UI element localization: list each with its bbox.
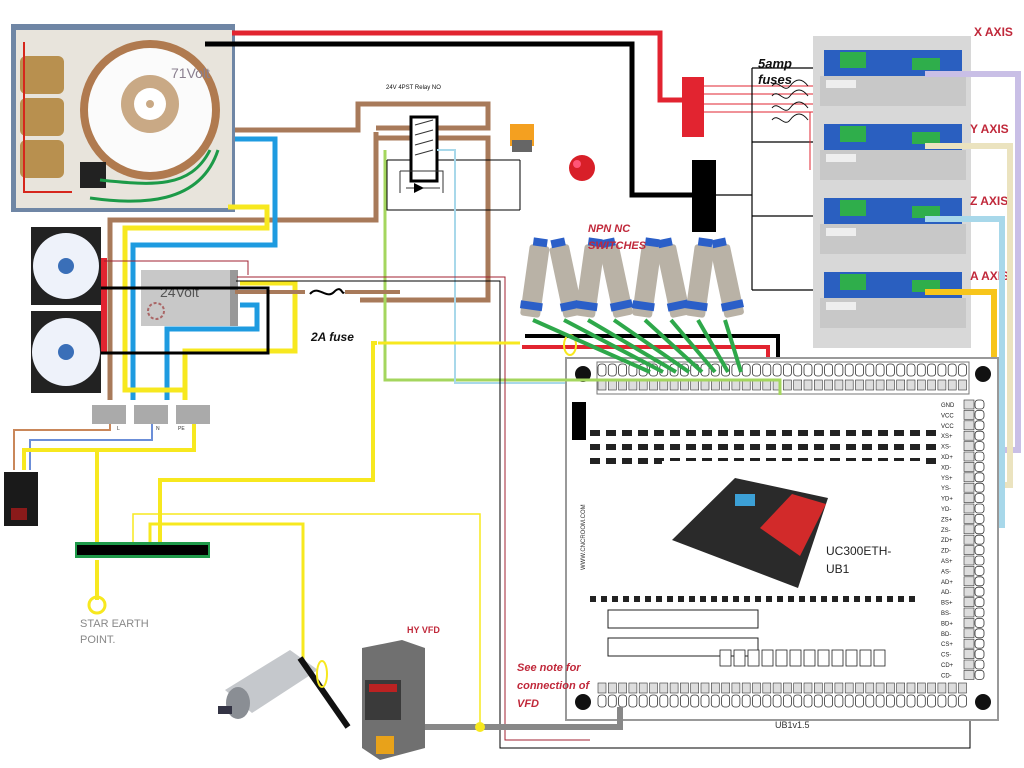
terminal-l-label: L (117, 426, 120, 432)
axis-terminal-label: ZD+ (941, 538, 953, 544)
switch-wire-2 (563, 318, 664, 374)
axis-terminal-label: AD+ (941, 580, 953, 586)
axis-terminal-label: ZS- (941, 528, 951, 534)
axis-terminal-label: YD+ (941, 497, 953, 503)
axis-terminal-label: XD+ (941, 455, 953, 461)
axis-terminal-label: CS- (941, 653, 951, 659)
emergency-stop (569, 155, 595, 181)
proximity-switch-7 (684, 237, 715, 318)
uc300eth-photo: UC300ETH- UB1 (672, 478, 891, 588)
relay-label: 24V 4PST Relay NO (386, 85, 441, 91)
terminal-n-label: N (156, 426, 160, 432)
transformer-label: 71Volt (171, 65, 210, 81)
axis-terminal-label: CD- (941, 673, 952, 679)
axis-terminal-label: AD- (941, 590, 951, 596)
star-earth-label-2: POINT. (80, 634, 115, 646)
switch-wire-4 (612, 318, 691, 374)
vfd-note-2: connection of (517, 680, 590, 692)
vfd-note-3: VFD (517, 698, 539, 710)
axis-terminal-label: VCC (941, 413, 954, 419)
fuses-label-2: fuses (758, 72, 792, 87)
proximity-switch-5 (631, 237, 662, 318)
fuses-label-1: 5amp (758, 56, 792, 71)
z-axis-label: Z AXIS (970, 194, 1008, 208)
vfd-label: HY VFD (407, 625, 440, 635)
switch-wire-7 (696, 319, 730, 373)
black-bus-bar (692, 160, 716, 232)
axis-terminal-label: YD- (941, 507, 951, 513)
psu-fuse-label: 2A fuse (310, 330, 354, 344)
controller-label-2: UB1 (826, 562, 850, 576)
axis-terminal-label: BS+ (941, 601, 953, 607)
switch-wire-6 (669, 318, 717, 374)
axis-terminal-label: ZD- (941, 549, 951, 555)
dc-bus-wires (205, 30, 851, 291)
axis-terminal-label: XS+ (941, 434, 953, 440)
terminal-blocks: L N PE (13, 405, 210, 470)
proximity-switch-8 (710, 237, 744, 318)
axis-terminal-label: VCC (941, 424, 954, 430)
switches-label-2: SWITCHES (588, 240, 647, 252)
switch-wire-1 (532, 318, 651, 374)
switch-wire-5 (643, 318, 704, 374)
x-axis-label: X AXIS (974, 25, 1013, 39)
switch-signal-wires (532, 318, 743, 374)
axis-terminal-label: GND (941, 403, 955, 409)
axis-terminal-label: BS- (941, 611, 951, 617)
red-bus-bar (682, 77, 704, 137)
vfd-note-1: See note for (517, 662, 581, 674)
y-axis-label: Y AXIS (970, 122, 1009, 136)
earth-wiring: STAR EARTH POINT. (75, 341, 520, 730)
stepper-drivers-photo (813, 36, 971, 348)
toroidal-transformer: 71Volt (11, 24, 235, 212)
5amp-fuses: 5amp fuses (758, 56, 809, 123)
star-earth-label-1: STAR EARTH (80, 618, 149, 630)
cooling-fan-1 (31, 227, 101, 305)
proximity-switch-3 (574, 237, 605, 318)
vfd-control-cable (425, 707, 623, 730)
proximity-switch-4 (599, 237, 633, 318)
terminal-pe-label: PE (178, 426, 185, 432)
power-supply-24v: 24Volt (141, 270, 238, 326)
axis-terminal-label: CS+ (941, 642, 953, 648)
axis-terminal-label: CD+ (941, 663, 954, 669)
switch-wire-8 (723, 319, 743, 373)
mains-wiring: 2A fuse (101, 136, 971, 749)
axis-terminal-label: AS+ (941, 559, 953, 565)
hy-vfd: HY VFD (362, 625, 440, 760)
axis-terminal-label: XS- (941, 445, 951, 451)
controller-label-1: UC300ETH- (826, 544, 891, 558)
axis-terminal-label: YS+ (941, 476, 953, 482)
cooling-fan-2 (31, 311, 101, 393)
relay: 24V 4PST Relay NO (107, 85, 650, 400)
npn-nc-switches (519, 237, 744, 318)
start-button (510, 124, 534, 152)
proximity-switch-1 (519, 237, 550, 318)
axis-terminal-label: ZS+ (941, 517, 953, 523)
axis-terminal-label: YS- (941, 486, 951, 492)
axis-terminal-label: AS- (941, 569, 951, 575)
board-version: UB1v1.5 (775, 720, 810, 730)
axis-terminal-label: BD+ (941, 621, 953, 627)
spindle-motor (218, 650, 351, 729)
switch-wire-3 (586, 318, 678, 374)
mains-switch (4, 472, 38, 526)
earth-bus-bar (77, 545, 208, 555)
axis-terminal-label: BD- (941, 632, 951, 638)
switches-label-1: NPN NC (588, 223, 631, 235)
axis-terminal-label: XD- (941, 465, 951, 471)
proximity-switch-6 (656, 237, 690, 318)
2a-fuse-symbol (309, 288, 345, 296)
psu-label: 24Volt (160, 284, 199, 300)
board-url: WWW.CNCROOM.COM (581, 504, 587, 570)
star-earth-point (87, 595, 107, 615)
